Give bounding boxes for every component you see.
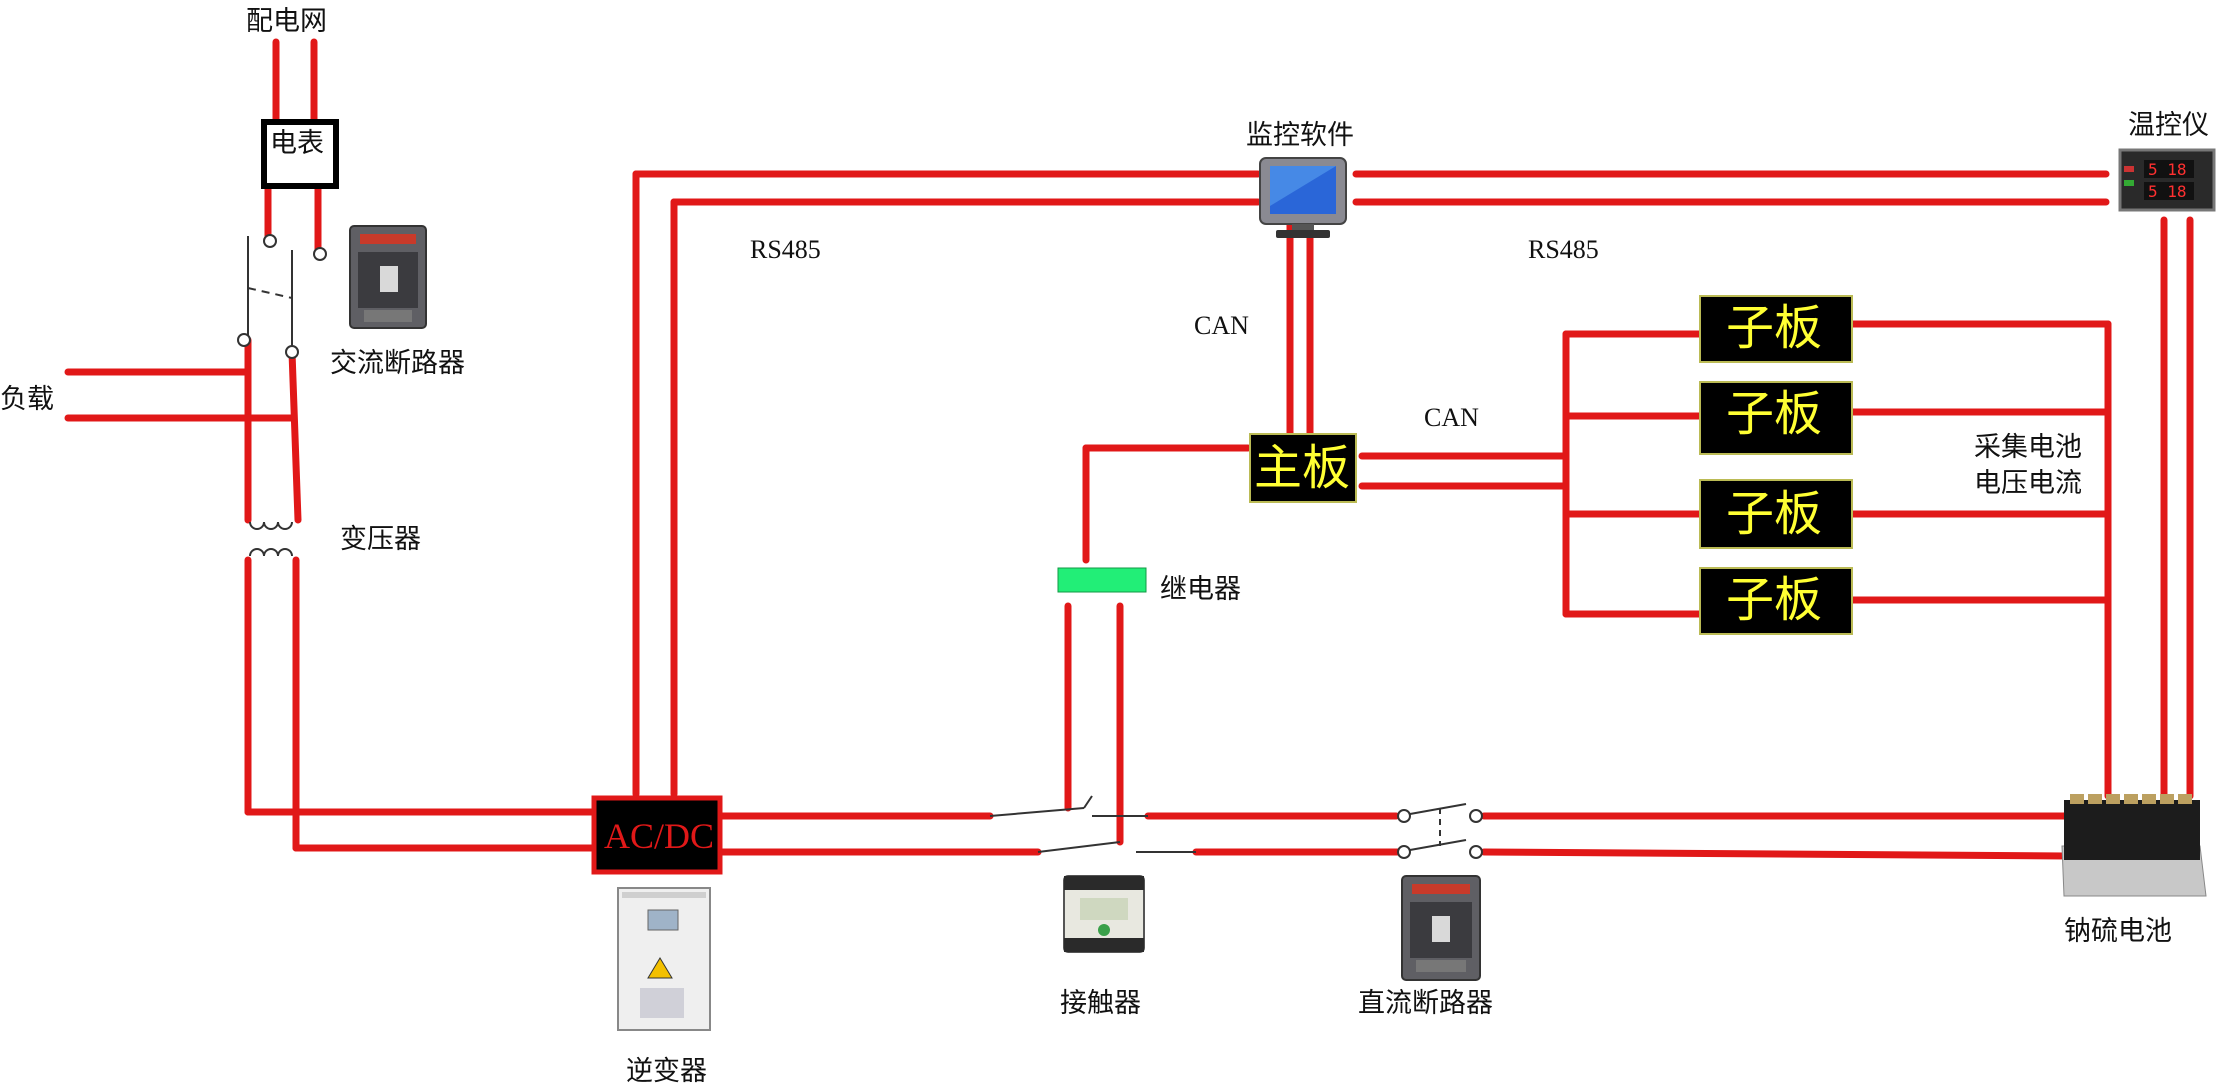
relay-box — [1057, 567, 1147, 593]
temp-display-bottom: 5 18 — [2148, 182, 2187, 201]
collect-label-line2: 电压电流 — [1974, 468, 2082, 499]
ac-breaker-icon — [349, 225, 427, 329]
dc-breaker-icon — [1401, 875, 1481, 981]
sub-board-label-2: 子板 — [1726, 386, 1822, 442]
meter-box — [261, 119, 339, 189]
load-label: 负载 — [0, 384, 54, 415]
mainboard-label: 主板 — [1254, 440, 1350, 496]
can-right-label: CAN — [1424, 403, 1479, 432]
inverter-label: 逆变器 — [626, 1056, 707, 1087]
acdc-label: AC/DC — [604, 816, 714, 856]
sub-board-label-4: 子板 — [1726, 572, 1822, 628]
mainboard-box — [1249, 433, 1357, 503]
sub-board-label-3: 子板 — [1726, 486, 1822, 542]
meter-label: 电表 — [270, 128, 324, 159]
contactor-icon — [1063, 875, 1145, 953]
ac-breaker-label: 交流断路器 — [330, 348, 465, 379]
switch-lines — [237, 234, 1483, 859]
rs485-left-label: RS485 — [750, 235, 821, 264]
temp-controller-label: 温控仪 — [2128, 110, 2209, 141]
transformer-label: 变压器 — [340, 524, 421, 555]
sub-board-label-1: 子板 — [1726, 300, 1822, 356]
contactor-label: 接触器 — [1060, 988, 1141, 1019]
transformer-symbol — [249, 521, 293, 557]
battery-icon — [2061, 794, 2207, 897]
temp-controller-icon: 5 18 5 18 — [2118, 148, 2216, 212]
sub-board-boxes — [1699, 295, 1853, 635]
grid-label: 配电网 — [246, 6, 327, 37]
temp-display-top: 5 18 — [2148, 160, 2187, 179]
inverter-cabinet-icon — [617, 887, 711, 1031]
monitor-icon — [1259, 157, 1347, 238]
can-upper-label: CAN — [1194, 311, 1249, 340]
dc-breaker-label: 直流断路器 — [1358, 988, 1493, 1019]
collect-label-line1: 采集电池 — [1974, 432, 2082, 463]
acdc-box — [591, 795, 723, 875]
rs485-right-label: RS485 — [1528, 235, 1599, 264]
relay-label: 继电器 — [1160, 574, 1241, 605]
battery-label: 钠硫电池 — [2064, 916, 2172, 947]
monitor-software-label: 监控软件 — [1246, 120, 1354, 151]
wires — [64, 38, 2194, 860]
